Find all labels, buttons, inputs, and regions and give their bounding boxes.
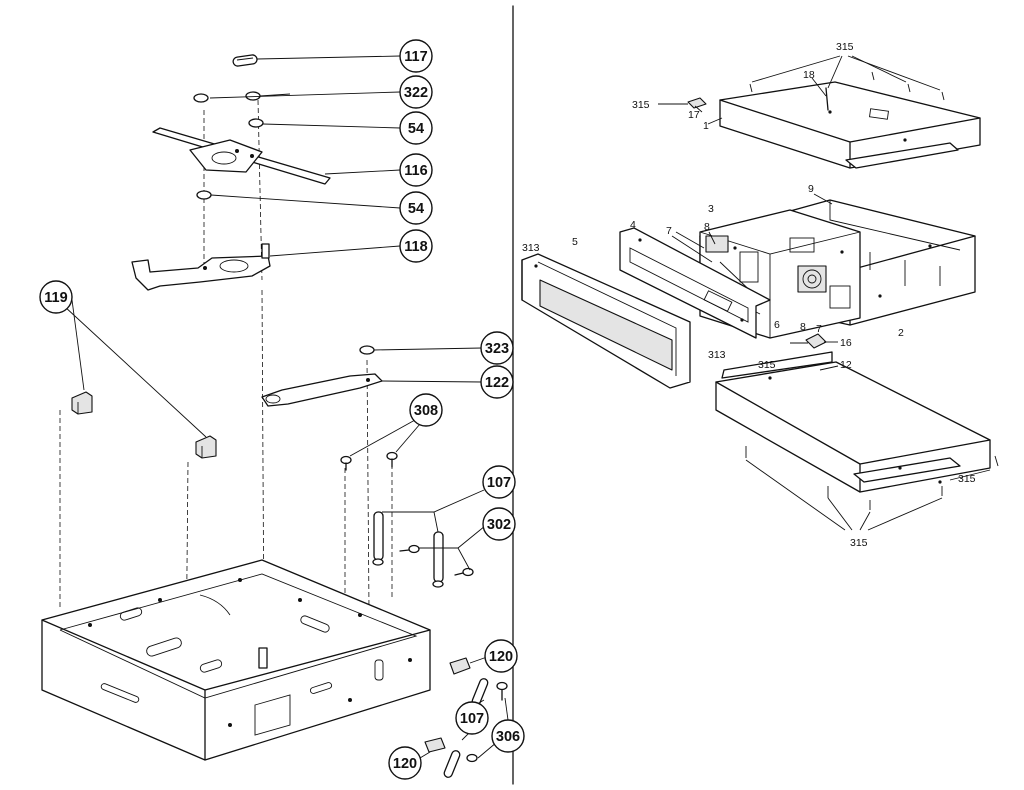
callout-120-upper: 120 [484, 639, 518, 673]
label-9: 9 [808, 183, 814, 195]
part-120-brackets [424, 657, 471, 753]
left-exploded-view: 117 322 54 116 54 118 119 323 [39, 39, 525, 780]
callout-119: 119 [39, 280, 73, 314]
svg-text:107: 107 [487, 475, 511, 491]
label-leaders [658, 55, 991, 531]
svg-text:117: 117 [404, 49, 427, 65]
part-116-bar [152, 127, 331, 185]
part-302-screws [399, 544, 474, 577]
callout-306: 306 [491, 719, 525, 753]
svg-text:120: 120 [489, 649, 513, 665]
svg-text:120: 120 [393, 756, 417, 772]
svg-text:308: 308 [414, 403, 438, 419]
callout-120-lower: 120 [388, 746, 422, 780]
label-8-upper: 8 [704, 221, 710, 233]
callout-54-upper: 54 [399, 111, 433, 145]
svg-text:119: 119 [44, 290, 67, 306]
label-6: 6 [774, 319, 780, 331]
svg-text:322: 322 [404, 85, 428, 101]
part-54-upper [248, 118, 264, 128]
label-7-upper: 7 [666, 225, 672, 237]
part-5-bezel [521, 253, 691, 389]
svg-text:107: 107 [460, 711, 484, 727]
callout-leaders [63, 55, 509, 759]
label-1: 1 [703, 120, 709, 132]
label-315-left: 315 [632, 99, 650, 111]
part-315-screws [745, 446, 999, 510]
part-1-top-cover [719, 81, 981, 169]
label-18: 18 [803, 69, 815, 81]
callout-308: 308 [409, 393, 443, 427]
svg-text:306: 306 [496, 729, 520, 745]
callout-117: 117 [399, 39, 433, 73]
part-16 [805, 333, 827, 349]
label-313-upper: 313 [522, 242, 540, 254]
part-117 [232, 54, 258, 67]
callout-118: 118 [399, 229, 433, 263]
parts-17-18 [687, 71, 945, 111]
svg-text:54: 54 [408, 121, 424, 137]
label-3: 3 [708, 203, 714, 215]
label-17: 17 [688, 109, 700, 121]
svg-text:118: 118 [404, 239, 427, 255]
part-122-lever [261, 373, 383, 407]
callout-116: 116 [399, 153, 433, 187]
label-7-lower: 7 [816, 323, 822, 335]
part-118-bracket [131, 243, 271, 291]
svg-text:116: 116 [404, 163, 427, 179]
label-315-bottom: 315 [850, 537, 868, 549]
callout-107-lower: 107 [455, 701, 489, 735]
label-8-lower: 8 [800, 321, 806, 333]
label-5: 5 [572, 236, 578, 248]
callout-323: 323 [480, 331, 514, 365]
label-315-middle: 315 [758, 359, 776, 371]
label-315-top: 315 [836, 41, 854, 53]
part-322-washers [193, 91, 261, 103]
callout-54-lower: 54 [399, 191, 433, 225]
svg-text:54: 54 [408, 201, 424, 217]
part-308-screws [340, 451, 398, 471]
callout-107-upper: 107 [482, 465, 516, 499]
svg-text:122: 122 [485, 375, 509, 391]
part-323-washer [359, 345, 375, 355]
part-4-front-panel [619, 227, 771, 339]
label-2: 2 [898, 327, 904, 339]
lower-hardware [443, 678, 508, 778]
label-315-right: 315 [958, 473, 976, 485]
label-16: 16 [840, 337, 852, 349]
svg-text:302: 302 [487, 517, 511, 533]
label-4: 4 [630, 219, 636, 231]
chassis-tray [41, 559, 431, 761]
callout-302: 302 [482, 507, 516, 541]
callout-122: 122 [480, 365, 514, 399]
label-12: 12 [840, 359, 852, 371]
callout-322: 322 [399, 75, 433, 109]
part-54-lower [196, 190, 212, 200]
right-exploded-view: 315 315 18 17 1 9 3 8 7 4 5 313 313 6 8 … [521, 41, 999, 549]
part-12-bottom-plate [715, 351, 991, 493]
part-119-clips [71, 391, 217, 459]
part-107-rods [372, 511, 444, 588]
svg-text:323: 323 [485, 341, 509, 357]
label-313-lower: 313 [708, 349, 726, 361]
